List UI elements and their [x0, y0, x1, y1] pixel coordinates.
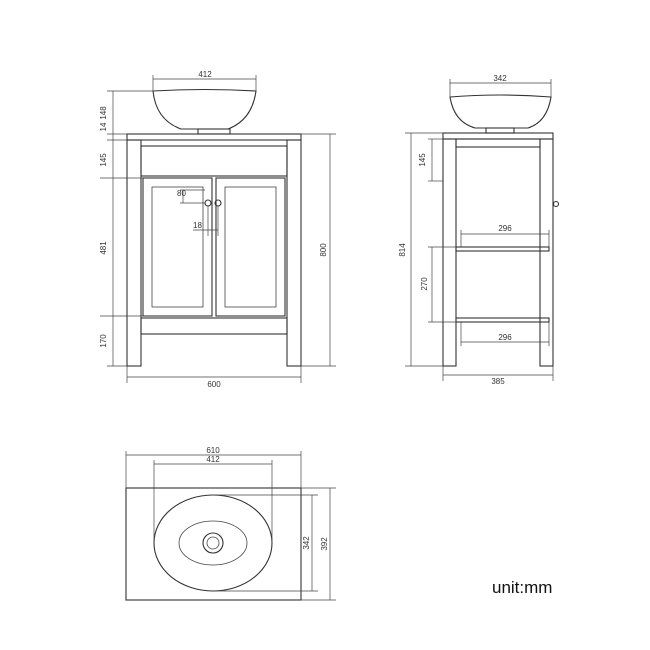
front-handle-width-label: 18	[193, 221, 202, 230]
front-left-door	[142, 177, 213, 317]
side-basin	[449, 94, 552, 129]
side-total-depth-label: 385	[491, 377, 505, 386]
front-leg-height-label: 170	[99, 334, 108, 348]
side-shelf-spacing-label: 270	[420, 277, 429, 291]
front-left-knob	[204, 199, 212, 207]
top-depth-label: 392	[320, 537, 329, 551]
side-total-height-label: 814	[398, 243, 407, 257]
front-handle-spacing-label: 80	[177, 189, 186, 198]
side-basin-base	[485, 127, 515, 134]
top-countertop	[125, 487, 302, 601]
unit-label: unit:mm	[492, 578, 552, 597]
side-upper-shelf	[455, 246, 550, 252]
front-right-door	[215, 177, 286, 317]
front-left-leg	[126, 139, 142, 367]
top-basin-width-label: 412	[206, 455, 220, 464]
front-drawer-height-label: 145	[99, 153, 108, 167]
front-bottom-rail	[140, 317, 288, 335]
top-view: 610 412 342 392	[125, 446, 336, 601]
side-lower-shelf-width-label: 296	[498, 333, 512, 342]
side-upper-shelf-width-label: 296	[498, 224, 512, 233]
top-drain-inner	[206, 536, 220, 550]
front-top-thickness-label: 14	[99, 122, 108, 131]
side-drawer-rail	[455, 138, 541, 148]
top-basin-inner	[178, 520, 248, 566]
top-drain-outer	[202, 532, 224, 554]
side-lower-shelf	[455, 317, 550, 323]
side-right-leg	[539, 138, 554, 367]
front-left-door-panel	[151, 186, 204, 308]
top-width-label: 610	[206, 446, 220, 455]
front-countertop	[126, 133, 302, 141]
front-total-width-label: 600	[207, 380, 221, 389]
front-right-door-panel	[224, 186, 277, 308]
front-drawer	[140, 145, 288, 177]
front-view: 412 148 14 145 481 170 800 600 80 18	[99, 70, 336, 389]
side-drawer-height-label: 145	[418, 153, 427, 167]
side-countertop	[442, 132, 554, 140]
side-view: 342 145 814 296 296 270 385	[398, 74, 560, 386]
side-basin-depth-label: 342	[493, 74, 507, 83]
top-basin-depth-label: 342	[302, 536, 311, 550]
front-basin-base	[197, 128, 231, 135]
front-basin-width-label: 412	[198, 70, 212, 79]
front-basin-height-label: 148	[99, 106, 108, 120]
front-right-leg	[286, 139, 302, 367]
front-door-height-label: 481	[99, 241, 108, 255]
side-left-leg	[442, 138, 457, 367]
front-total-height-label: 800	[319, 243, 328, 257]
top-basin-outer	[153, 494, 273, 592]
side-knob	[552, 200, 560, 208]
front-basin	[152, 88, 257, 130]
